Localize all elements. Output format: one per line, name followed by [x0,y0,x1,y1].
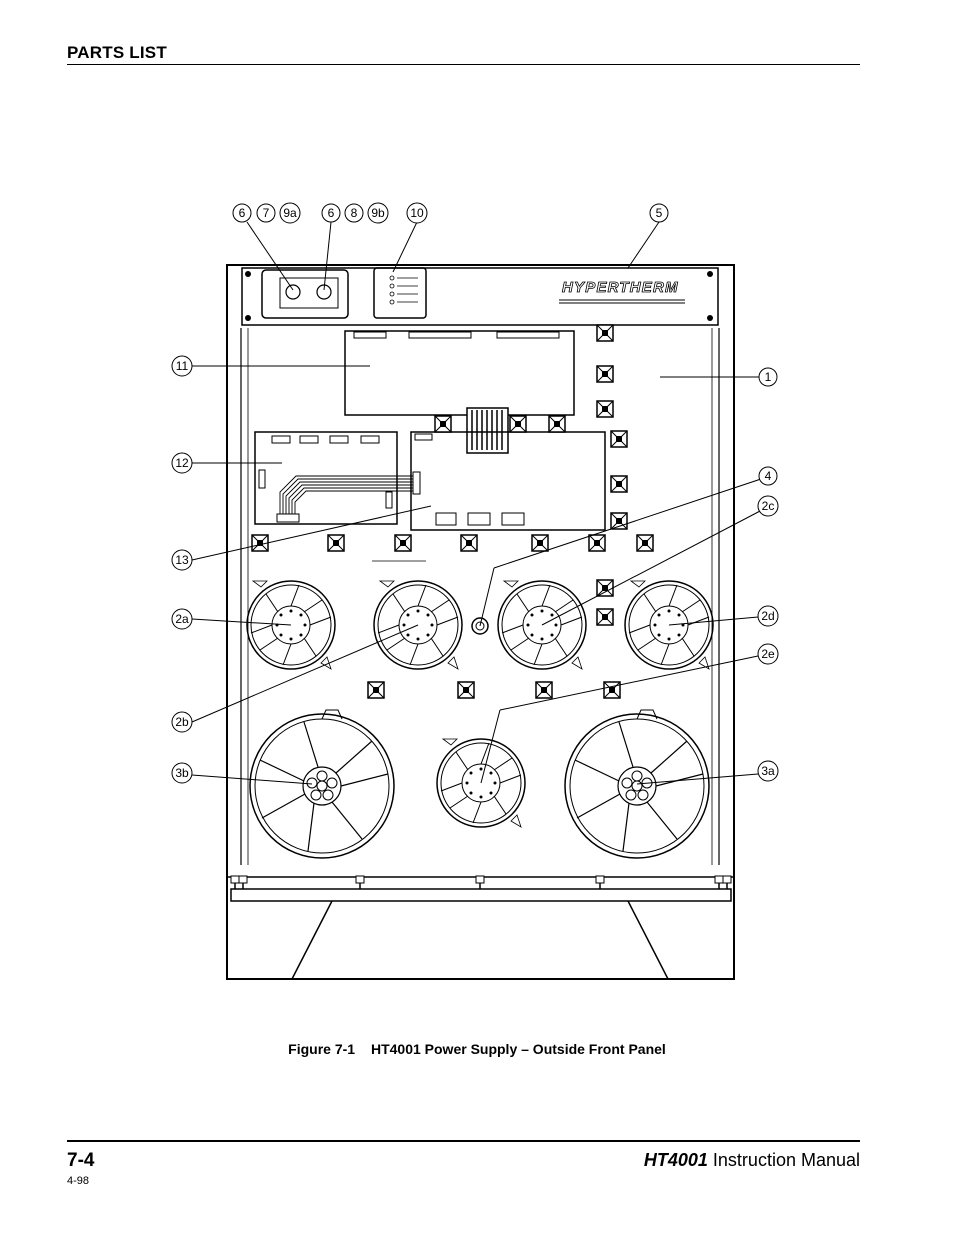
callout-13: 13 [171,549,193,571]
svg-text:2c: 2c [762,499,775,513]
svg-text:2e: 2e [761,647,775,661]
callout-10: 10 [406,202,428,224]
svg-text:1: 1 [765,370,772,384]
callout-3b: 3b [171,762,193,784]
manual-title: HT4001 Instruction Manual [644,1150,860,1171]
manual-model: HT4001 [643,1150,708,1170]
svg-text:13: 13 [175,553,189,567]
callout-2d: 2d [757,605,779,627]
svg-text:6: 6 [239,206,246,220]
callout-5: 5 [649,203,669,223]
svg-text:12: 12 [175,456,189,470]
callout-4: 4 [758,466,778,486]
callout-8: 8 [344,203,364,223]
callout-6a: 6 [232,203,252,223]
header-rule [67,64,860,65]
figure-caption: Figure 7-1 HT4001 Power Supply – Outside… [0,1041,954,1057]
callout-9a: 9a [279,202,301,224]
svg-text:7: 7 [263,206,270,220]
svg-text:5: 5 [656,206,663,220]
svg-text:3b: 3b [175,766,189,780]
callout-6b: 6 [321,203,341,223]
svg-text:8: 8 [351,206,358,220]
callout-2a: 2a [171,608,193,630]
revision-date: 4-98 [67,1175,90,1187]
callout-12: 12 [171,452,193,474]
svg-text:4: 4 [765,469,772,483]
svg-text:3a: 3a [761,764,775,778]
section-title: PARTS LIST [67,43,167,62]
footer-rule [67,1140,860,1142]
svg-text:6: 6 [328,206,335,220]
callout-2b: 2b [171,711,193,733]
svg-text:2d: 2d [761,609,774,623]
svg-text:11: 11 [176,359,189,373]
svg-text:2b: 2b [175,715,189,729]
svg-text:10: 10 [410,206,424,220]
svg-text:9a: 9a [283,206,297,220]
callout-9b: 9b [367,202,389,224]
callout-2e: 2e [757,643,779,665]
figure-number: Figure 7-1 [288,1041,356,1057]
callout-11: 11 [171,355,193,377]
callout-7: 7 [256,203,276,223]
callout-1: 1 [758,367,778,387]
callout-2c: 2c [757,495,779,517]
figure-title: HT4001 Power Supply – Outside Front Pane… [370,1041,666,1057]
svg-text:9b: 9b [371,206,385,220]
page-number: 7-4 [67,1150,95,1171]
hypertherm-logo: HYPERTHERM [562,279,679,296]
manual-suffix: Instruction Manual [712,1150,860,1170]
callout-3a: 3a [757,760,779,782]
svg-text:2a: 2a [175,612,189,626]
